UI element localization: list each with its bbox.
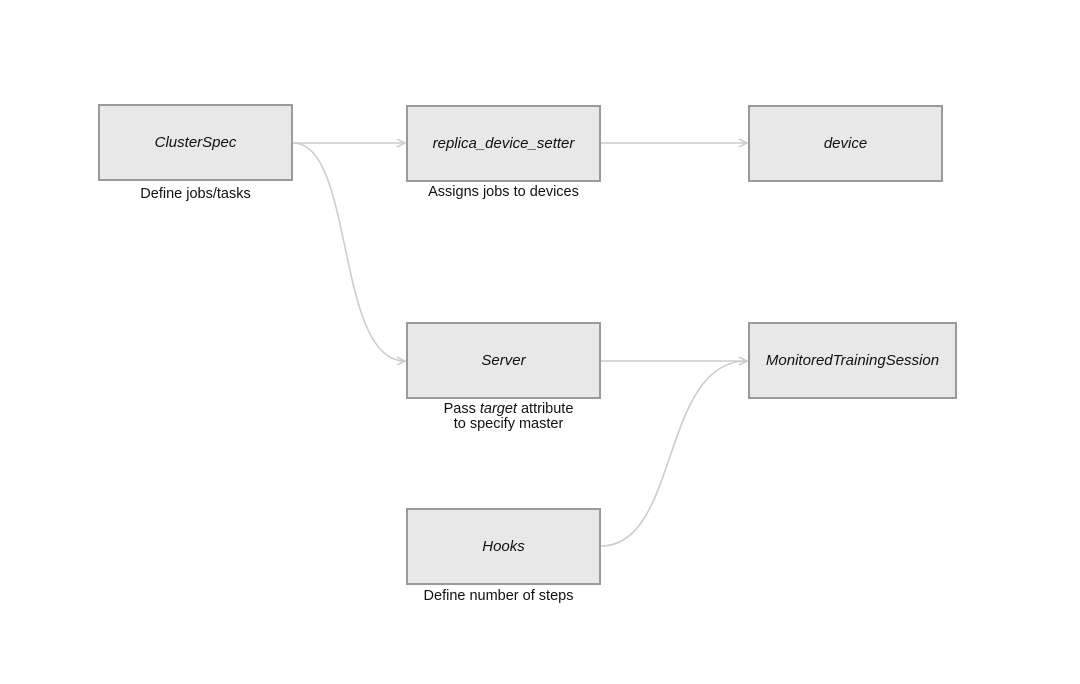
caption-server-line1: Pass target attribute — [443, 401, 574, 417]
edge-clusterspec-to-server — [292, 142, 405, 361]
node-label: replica_device_setter — [432, 135, 575, 152]
caption-replica-device-setter: Assigns jobs to devices — [428, 184, 579, 200]
caption-clusterspec: Define jobs/tasks — [140, 186, 251, 202]
node-device: device — [748, 105, 943, 182]
node-label: Hooks — [482, 538, 525, 555]
caption-server: Pass target attribute to specify master — [396, 402, 621, 432]
node-monitored-training-session: MonitoredTrainingSession — [748, 322, 957, 399]
node-server: Server — [406, 322, 601, 399]
caption-server-line2: to specify master — [453, 416, 564, 432]
node-label: device — [823, 135, 868, 152]
edge-hooks-to-monitored — [600, 361, 747, 547]
node-clusterspec: ClusterSpec — [98, 104, 293, 181]
caption-hooks: Define number of steps — [423, 588, 574, 604]
node-label: MonitoredTrainingSession — [765, 352, 940, 369]
node-label: ClusterSpec — [154, 134, 237, 151]
node-hooks: Hooks — [406, 508, 601, 585]
node-replica-device-setter: replica_device_setter — [406, 105, 601, 182]
node-label: Server — [481, 352, 526, 369]
